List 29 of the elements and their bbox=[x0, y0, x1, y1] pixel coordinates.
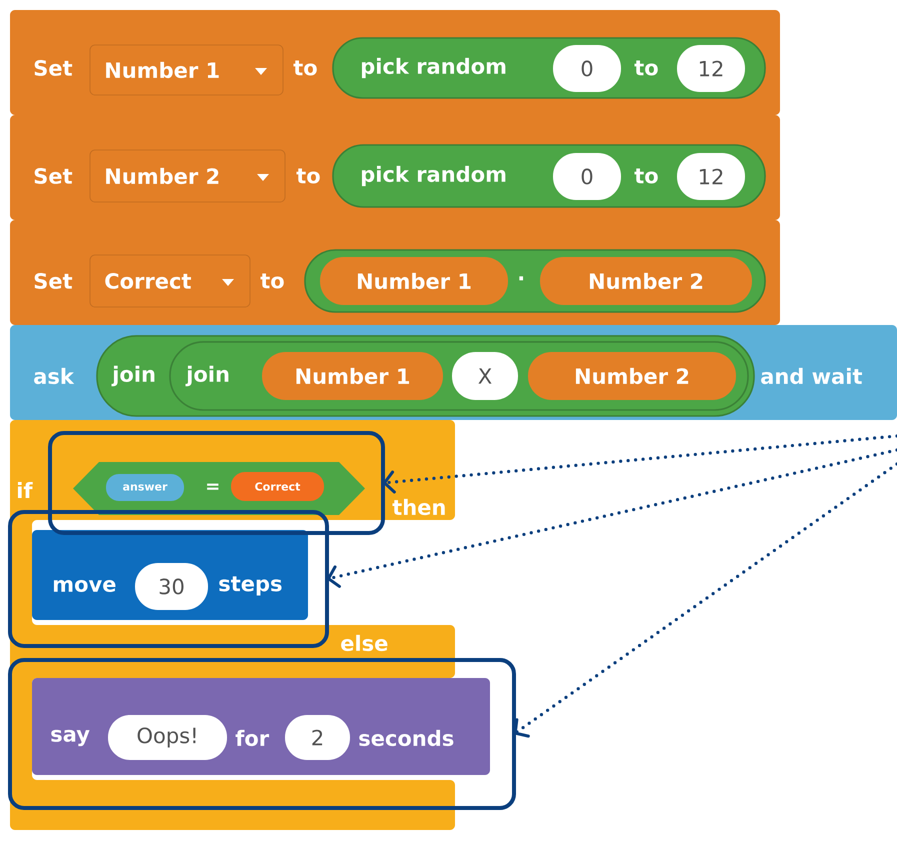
node-label: to bbox=[293, 60, 317, 76]
input-field: 2 bbox=[285, 714, 350, 760]
highlight-frame bbox=[48, 431, 385, 535]
leader-line bbox=[514, 462, 897, 738]
dropdown-field: Correct bbox=[90, 254, 250, 308]
node-label: Set bbox=[34, 273, 72, 289]
node-label: Set bbox=[34, 168, 72, 184]
leader-line bbox=[383, 434, 897, 494]
input-field: Oops! bbox=[108, 714, 227, 760]
dropdown-field: Number 2 bbox=[90, 150, 286, 202]
input-field: X bbox=[452, 352, 518, 400]
input-field: 0 bbox=[553, 153, 621, 200]
node-label: to bbox=[260, 273, 284, 289]
input-field: 12 bbox=[677, 153, 745, 200]
input-field: 12 bbox=[677, 45, 745, 92]
input-field: 30 bbox=[135, 562, 208, 610]
highlight-frame bbox=[8, 510, 329, 648]
dropdown-field: Number 1 bbox=[90, 44, 284, 96]
variable-reporter: Number 1 bbox=[262, 352, 443, 400]
variable-reporter: Correct bbox=[231, 472, 324, 501]
highlight-frame bbox=[8, 658, 516, 810]
variable-reporter: Number 1 bbox=[320, 256, 508, 305]
node-label: Set bbox=[34, 60, 72, 76]
variable-reporter: answer bbox=[106, 474, 184, 501]
input-field: 0 bbox=[553, 45, 621, 92]
variable-reporter: Number 2 bbox=[540, 256, 752, 305]
leader-line bbox=[326, 448, 897, 588]
node-label: to bbox=[296, 168, 320, 184]
variable-reporter: Number 2 bbox=[528, 352, 736, 400]
